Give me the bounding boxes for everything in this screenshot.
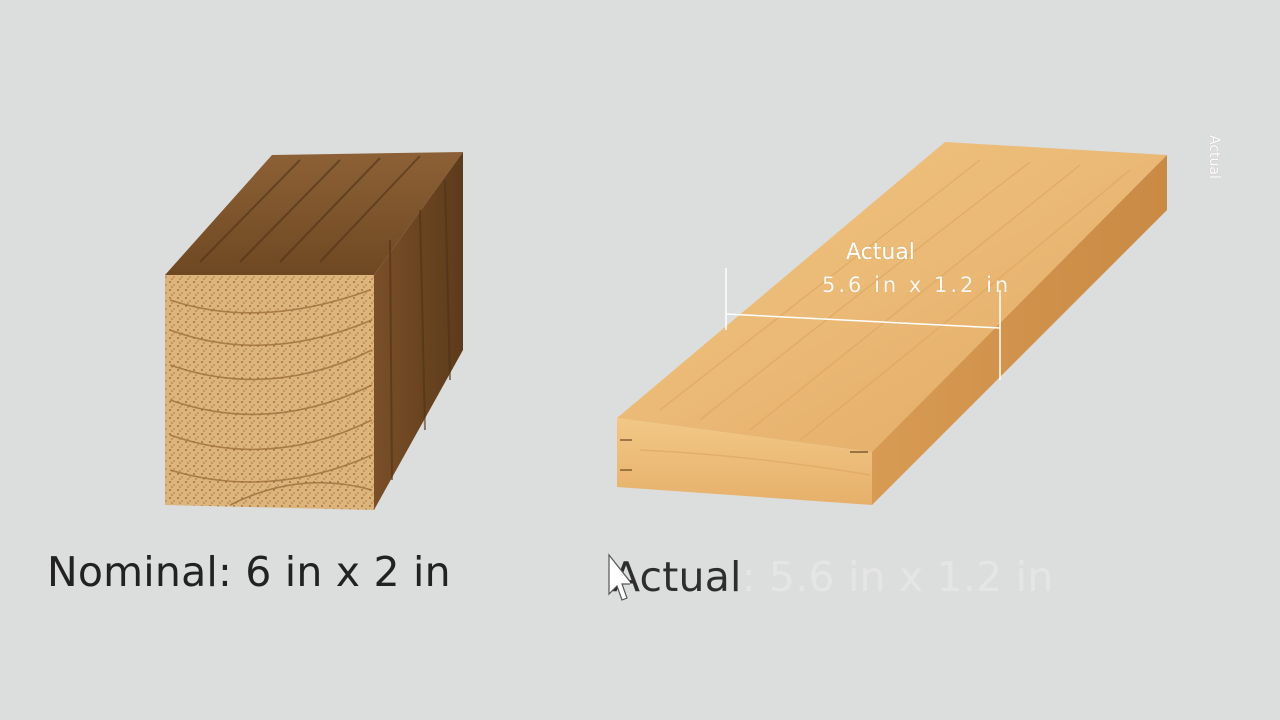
dimension-lines (725, 268, 1001, 380)
actual-caption-dimensions: : 5.6 in x 1.2 in (741, 553, 1054, 601)
actual-caption-prefix: Actual (612, 553, 742, 601)
block-end-face (165, 275, 374, 510)
board-side-label: Actual (1206, 135, 1222, 179)
board-dimension-label: Actual (846, 240, 915, 265)
block-top-face (165, 152, 463, 275)
growth-rings (169, 289, 373, 506)
nominal-caption: Nominal: 6 in x 2 in (47, 548, 451, 596)
block-side-face (374, 152, 463, 510)
board-side-face (872, 155, 1167, 505)
actual-lumber-board (617, 142, 1167, 505)
board-front-face (617, 418, 872, 505)
mouse-pointer-icon (608, 553, 630, 601)
nominal-lumber-block (165, 152, 463, 510)
board-dimension-value: 5.6 in x 1.2 in (822, 273, 1012, 297)
actual-caption: Actual: 5.6 in x 1.2 in (612, 553, 1053, 601)
board-top-face (617, 142, 1167, 452)
